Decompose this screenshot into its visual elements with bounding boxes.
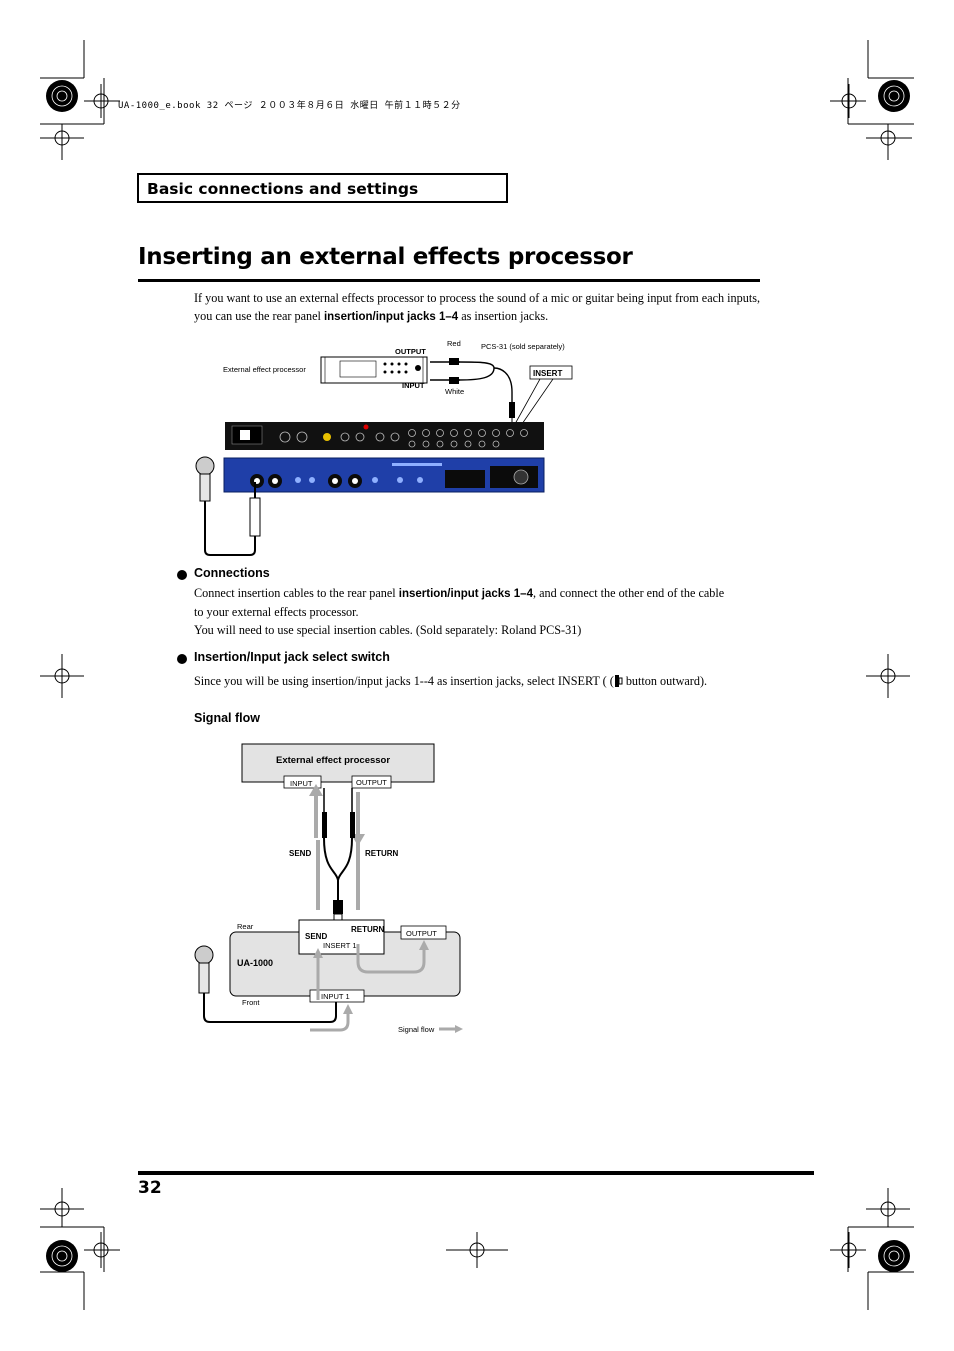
effect-processor-unit [320,356,428,384]
ext-input-jack [283,775,322,789]
bullet-icon [177,654,187,664]
input1-label: INPUT 1 [321,992,350,1001]
output-jack-box [400,925,447,940]
pcs31-label: PCS-31 (sold separately) [481,342,565,351]
rear-panel [225,422,544,450]
intro-paragraph: If you want to use an external effects p… [194,291,760,323]
sf-return-label: RETURN [365,849,399,858]
connections-paragraph: Connect insertion cables to the rear pan… [194,586,725,637]
sf-send-label: SEND [289,849,311,858]
jack-return-label: RETURN [351,925,385,934]
signal-flow-heading: Signal flow [194,711,260,725]
print-header: UA-1000_e.book 32 ページ ２００３年８月６日 水曜日 午前１１… [118,101,461,111]
ext-output-jack [351,775,392,789]
bullet-icon [177,570,187,580]
sf-input-label: INPUT [290,779,313,788]
sf-output-label: OUTPUT [356,778,387,787]
ext-processor-box [241,743,435,783]
section-header: Basic connections and settings [137,173,508,203]
red-label: Red [447,339,461,348]
front-label: Front [242,998,260,1007]
insert1-label: INSERT 1 [323,941,357,950]
input-label: INPUT [402,381,425,390]
signal-flow-diagram: External effect processor INPUT OUTPUT S… [194,743,463,1034]
ext-box-label: External effect processor [276,755,390,766]
switch-paragraph: Since you will be using insertion/input … [194,674,708,688]
jack-send-label: SEND [305,932,327,941]
switch-heading: Insertion/Input jack select switch [194,650,390,664]
insert-label: INSERT [533,369,562,378]
ua1000-label: UA-1000 [237,958,273,968]
section-label: Basic connections and settings [147,180,419,198]
ext-effect-label: External effect processor [223,365,306,374]
rear-label: Rear [237,922,254,931]
switch-outward-icon [614,675,623,687]
page-title: Inserting an external effects processor [138,244,633,270]
legend-label: Signal flow [398,1025,435,1034]
page-number: 32 [138,1178,162,1198]
connection-diagram: External effect processor OUTPUT INPUT R… [195,339,573,556]
white-label: White [445,387,464,396]
footer-rule [138,1171,814,1175]
connections-heading: Connections [194,566,270,580]
title-rule [138,279,760,282]
output-label: OUTPUT [395,347,426,356]
output-jack-label: OUTPUT [406,929,437,938]
insert1-jack-box [298,919,385,955]
